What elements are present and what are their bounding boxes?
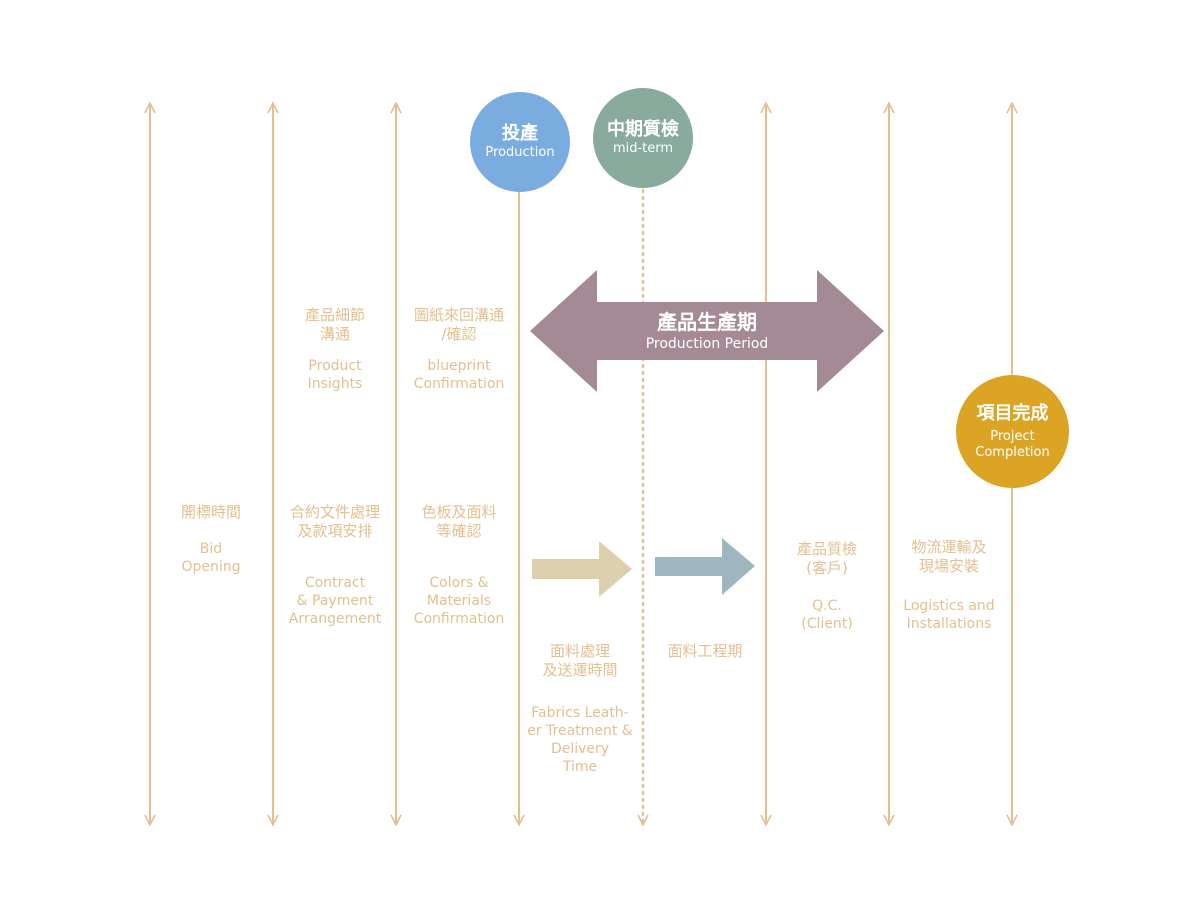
- production-period-label: 產品生產期 Production Period: [597, 309, 817, 353]
- colors-materials-en: Colors & Materials Confirmation: [413, 575, 505, 627]
- midterm-milestone-en: mid-term: [612, 141, 674, 156]
- fabrics-treatment-zh: 面料處理 及送運時間: [542, 642, 618, 679]
- production-period-zh: 產品生產期: [657, 310, 757, 334]
- qc-client-en: Q.C. (Client): [801, 598, 853, 632]
- bid-opening-zh: 開標時間: [180, 503, 241, 521]
- completion-milestone-en: Project Completion: [975, 428, 1050, 460]
- completion-milestone-zh: 項目完成: [976, 402, 1049, 424]
- production-period-arrow: [530, 270, 884, 392]
- contract-zh: 合約文件處理 及款項安排: [289, 503, 380, 540]
- contract-en: Contract & Payment Arrangement: [288, 575, 382, 627]
- logistics-zh: 物流運輸及 現場安裝: [911, 538, 987, 575]
- product-insights-zh: 產品細節 溝通: [304, 306, 365, 343]
- midterm-milestone: 中期質檢 mid-term: [593, 88, 693, 188]
- blueprint-en: blueprint Confirmation: [413, 358, 505, 392]
- blueprint-zh: 圖紙來回溝通 /確認: [413, 306, 504, 343]
- production-milestone-en: Production: [485, 145, 555, 160]
- fabric-engineering-zh: 面料工程期: [667, 642, 743, 660]
- fabric-engineering-arrow: [655, 538, 755, 595]
- logistics-en: Logistics and Installations: [903, 598, 995, 632]
- bid-opening-en: Bid Opening: [181, 541, 241, 575]
- production-milestone: 投產 Production: [470, 92, 570, 192]
- production-milestone-zh: 投產: [502, 123, 538, 144]
- product-insights-en: Product Insights: [307, 358, 363, 392]
- fabrics-treatment-en: Fabrics Leath- er Treatment & Delivery T…: [527, 705, 633, 775]
- qc-client-zh: 產品質檢 (客戶): [796, 540, 857, 577]
- production-period-en: Production Period: [645, 336, 769, 352]
- colors-materials-zh: 色板及面料 等確認: [421, 503, 497, 540]
- fabric-treatment-arrow: [532, 541, 632, 597]
- midterm-milestone-zh: 中期質檢: [607, 119, 679, 140]
- completion-milestone: 項目完成 Project Completion: [956, 375, 1069, 488]
